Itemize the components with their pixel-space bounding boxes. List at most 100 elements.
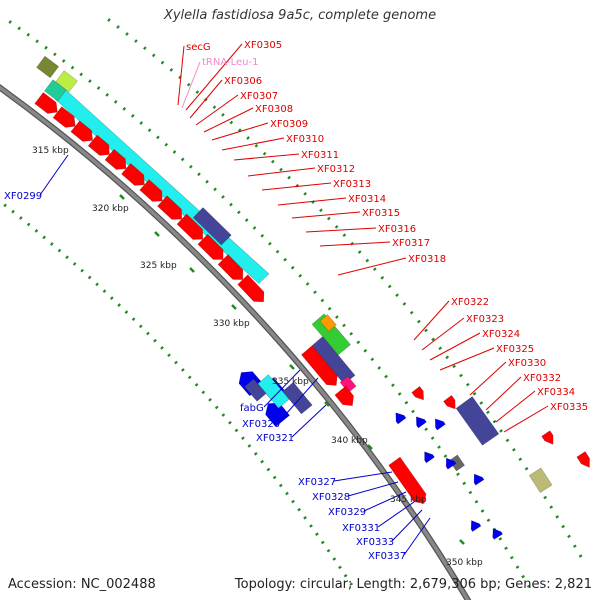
tick-mark — [349, 582, 354, 586]
tick-mark — [431, 337, 435, 342]
tick-mark — [164, 142, 169, 147]
tick-mark — [160, 346, 164, 350]
gene-label-xf0321: XF0321 — [256, 433, 294, 444]
leader-line — [195, 94, 239, 126]
tick-mark — [430, 436, 435, 440]
tick-mark — [201, 390, 206, 395]
tick-mark — [268, 241, 272, 246]
gene-label-xf0327: XF0327 — [298, 477, 336, 488]
gene-label-xf0305: XF0305 — [244, 40, 282, 51]
tick-mark — [229, 202, 233, 207]
leader-line — [333, 471, 393, 482]
leader-line — [469, 361, 507, 396]
tick-mark — [116, 25, 120, 29]
gene-label-xf0317: XF0317 — [392, 238, 430, 249]
tick-mark — [247, 444, 252, 448]
feature-tracks — [34, 55, 590, 540]
tick-mark — [509, 555, 514, 560]
gene-arrow-red — [87, 134, 110, 156]
tick-mark — [505, 438, 510, 443]
leader-line — [305, 227, 377, 233]
tick-mark — [237, 210, 241, 215]
gene-block-navy — [455, 396, 500, 446]
tick-mark — [349, 331, 354, 336]
leader-line — [203, 107, 254, 133]
leader-line — [503, 405, 549, 433]
tick-mark — [130, 114, 135, 118]
tick-mark — [456, 472, 460, 476]
tick-mark — [472, 392, 477, 396]
tick-mark — [146, 331, 150, 336]
gene-arrow-blue — [434, 418, 446, 431]
tick-mark — [167, 353, 171, 358]
gene-label-xf0308: XF0308 — [255, 104, 293, 115]
gene-arrow-blue — [492, 528, 503, 540]
gene-arrow-blue — [395, 412, 407, 425]
leader-line — [363, 491, 407, 512]
tick-mark — [57, 248, 62, 253]
tick-mark — [237, 128, 242, 133]
tick-mark — [395, 293, 399, 297]
scale-label: 330 kbp — [213, 319, 250, 329]
tick-mark — [526, 584, 531, 588]
gene-arrow-red — [301, 345, 338, 386]
gene-block-grey — [448, 454, 466, 472]
tick-mark — [3, 203, 7, 208]
tick-mark — [131, 317, 136, 322]
tick-mark — [17, 26, 21, 31]
leader-line — [263, 369, 301, 408]
tick-mark — [272, 475, 277, 480]
scale-label: 315 kbp — [32, 146, 69, 156]
tick-mark — [65, 255, 69, 260]
gene-arrow-red — [157, 195, 183, 220]
tick-mark — [234, 428, 239, 433]
tick-mark — [391, 383, 395, 388]
gene-block-green — [311, 313, 351, 356]
tick-mark — [397, 392, 402, 396]
gene-label-xf0328: XF0328 — [312, 492, 350, 503]
leader-line — [403, 517, 431, 556]
tick-mark — [214, 405, 219, 410]
gene-label-xf0330: XF0330 — [508, 358, 546, 369]
tick-mark — [315, 532, 319, 536]
gene-label-fabg: fabG — [240, 403, 264, 414]
major-tick — [367, 444, 373, 450]
gene-arrow-blue — [445, 457, 457, 470]
tick-mark — [515, 565, 520, 569]
tick-mark — [402, 302, 407, 306]
backbone — [0, 84, 472, 600]
tick-mark — [297, 507, 301, 512]
leader-line — [277, 197, 347, 206]
gene-arrow-red — [34, 92, 58, 114]
tick-mark — [53, 52, 57, 57]
tick-mark — [521, 574, 525, 579]
tick-mark — [151, 53, 156, 58]
tick-mark — [303, 516, 307, 520]
major-tick — [324, 401, 330, 407]
tick-mark — [512, 448, 516, 452]
tick-mark — [498, 537, 503, 541]
map-title: Xylella fastidiosa 9a5c, complete genome — [163, 8, 437, 23]
leader-line — [181, 61, 201, 109]
tick-mark — [122, 106, 127, 111]
tick-mark — [319, 208, 323, 213]
gene-label-xf0333: XF0333 — [356, 537, 394, 548]
leader-line — [291, 211, 361, 219]
scale-label: 320 kbp — [92, 204, 129, 214]
tick-mark — [72, 262, 77, 266]
leader-line — [495, 390, 536, 423]
tick-mark — [452, 364, 456, 369]
leader-line — [177, 45, 185, 106]
leader-line — [337, 257, 407, 276]
tick-mark — [134, 39, 138, 43]
gene-label-xf0331: XF0331 — [342, 523, 380, 534]
tick-mark — [50, 242, 54, 246]
scale-label: 350 kbp — [446, 558, 483, 568]
tick-mark — [384, 374, 388, 379]
gene-label-xf0320: XF0320 — [242, 419, 280, 430]
tick-mark — [290, 265, 295, 270]
tick-mark — [44, 45, 48, 50]
tick-mark — [320, 540, 325, 545]
tick-mark — [332, 557, 337, 561]
tick-mark — [338, 565, 342, 570]
